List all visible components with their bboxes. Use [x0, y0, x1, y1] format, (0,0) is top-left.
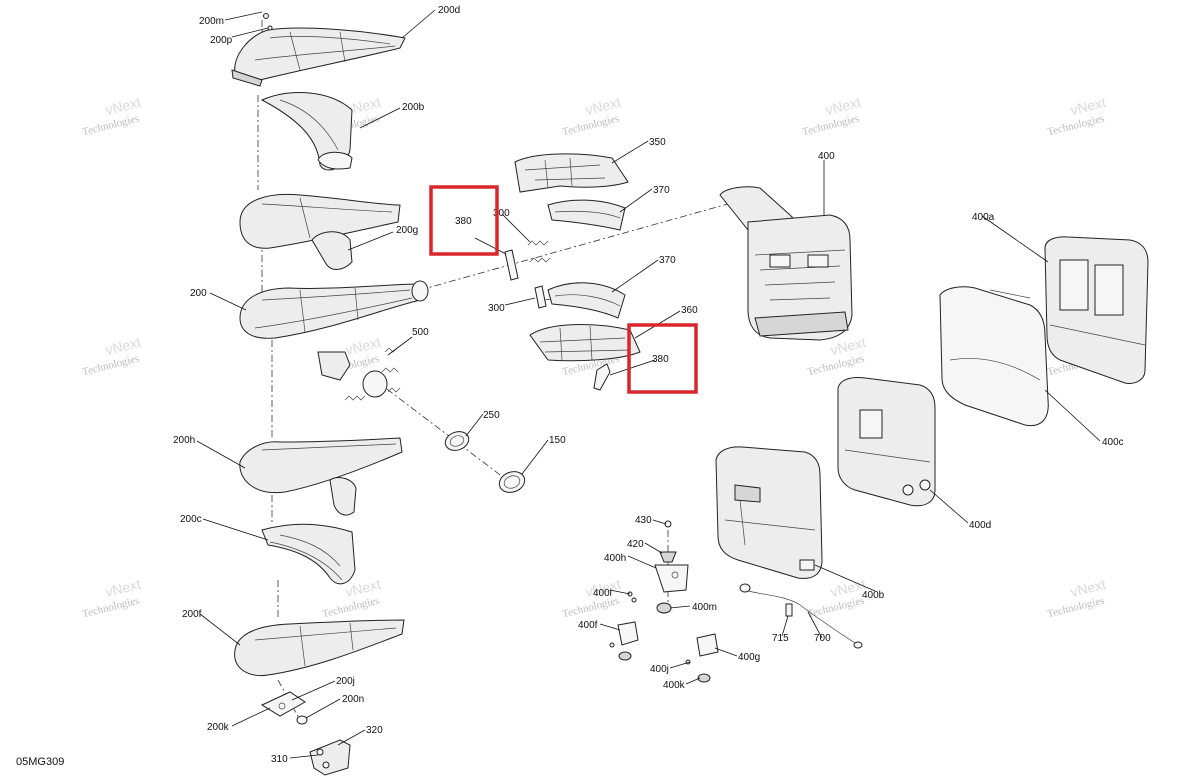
part-700-cable — [739, 583, 863, 649]
part-400g-bracket — [685, 633, 719, 683]
callout-200d: 200d — [438, 5, 460, 16]
part-300-spring-upper — [527, 240, 551, 263]
callout-200: 200 — [190, 288, 207, 299]
part-400h-bracket — [654, 564, 689, 593]
callout-700: 700 — [814, 633, 831, 644]
callout-200k: 200k — [207, 722, 230, 733]
part-380-spring-upper — [504, 249, 519, 281]
callout-400: 400 — [818, 151, 835, 162]
part-400-muffler — [719, 186, 853, 341]
part-200b-shield — [260, 92, 353, 171]
callout-200j: 200j — [336, 676, 355, 687]
callout-400f: 400f — [578, 620, 598, 631]
callout-500: 500 — [412, 327, 429, 338]
highlight-frame — [627, 323, 698, 394]
callout-200p: 200p — [210, 35, 233, 46]
part-200f-lower-shield — [234, 619, 405, 677]
callout-200c: 200c — [180, 514, 202, 525]
highlight-frame — [429, 185, 499, 256]
callout-360: 360 — [681, 305, 698, 316]
callout-300-upper: 300 — [493, 208, 510, 219]
callout-420: 420 — [627, 539, 644, 550]
watermark: vNext Technologies — [561, 94, 623, 139]
callout-400g: 400g — [738, 652, 760, 663]
part-400m-grommet — [656, 602, 672, 614]
part-500-spring-set — [317, 347, 401, 401]
part-150-gasket — [498, 471, 526, 493]
watermark: vNext Technologies — [321, 576, 383, 621]
callout-200b: 200b — [402, 102, 425, 113]
callout-350: 350 — [649, 137, 666, 148]
callout-380-upper: 380 — [455, 216, 472, 227]
part-200j-bracket — [260, 691, 306, 717]
callout-400m: 400m — [692, 602, 717, 613]
highlight-box-380-upper[interactable]: 380 — [429, 185, 499, 256]
callout-labels: 200m 200p 200d 200b 200g 200 500 250 150… — [173, 5, 1124, 765]
part-200c-shield — [261, 523, 356, 585]
part-350-tube-shield — [514, 153, 629, 193]
callout-400a: 400a — [972, 212, 995, 223]
watermark: vNext Technologies — [1046, 576, 1108, 621]
part-715-sensor — [785, 603, 793, 617]
highlight-box-380-lower[interactable]: 380 — [627, 323, 698, 394]
callout-370-lower: 370 — [659, 255, 676, 266]
part-370-tube-lower — [547, 282, 626, 319]
part-300-spring-lower — [534, 285, 547, 309]
part-320-bracket — [309, 739, 351, 776]
part-200n-grommet — [296, 715, 308, 725]
callout-400i: 400i — [593, 588, 612, 599]
callout-400k: 400k — [663, 680, 686, 691]
callout-200g: 200g — [396, 225, 418, 236]
callout-400b: 400b — [862, 590, 885, 601]
callout-380-lower: 380 — [652, 354, 669, 365]
callout-310: 310 — [271, 754, 288, 765]
callout-200m: 200m — [199, 16, 224, 27]
part-250-gasket — [444, 431, 470, 451]
callout-400c: 400c — [1102, 437, 1124, 448]
callout-150: 150 — [549, 435, 566, 446]
part-400a-shield — [1044, 236, 1149, 384]
callout-400j: 400j — [650, 664, 669, 675]
leader-lines — [196, 9, 1101, 759]
callout-430: 430 — [635, 515, 652, 526]
callout-200h: 200h — [173, 435, 195, 446]
part-200-expansion-chamber — [239, 280, 429, 339]
callout-400h: 400h — [604, 553, 626, 564]
watermark: vNext Technologies — [81, 576, 143, 621]
callout-200n: 200n — [342, 694, 364, 705]
part-420-grommet — [659, 551, 677, 563]
callout-370-upper: 370 — [653, 185, 670, 196]
watermark: vNext Technologies — [801, 94, 863, 139]
watermark: vNext Technologies — [806, 334, 868, 379]
part-360-tube — [529, 324, 641, 362]
part-200h-shield — [239, 437, 403, 516]
callout-300-lower: 300 — [488, 303, 505, 314]
watermark: vNext Technologies — [81, 334, 143, 379]
diagram-code: 05MG309 — [16, 756, 64, 768]
callout-715: 715 — [772, 633, 789, 644]
watermark: vNext Technologies — [81, 94, 143, 139]
part-400b-shield — [715, 446, 823, 579]
part-380-spring-lower — [593, 363, 611, 391]
watermark: vNext Technologies — [1046, 94, 1108, 139]
part-400i-fastener — [627, 591, 637, 603]
callout-250: 250 — [483, 410, 500, 421]
part-200g-shield — [239, 193, 401, 270]
callout-400d: 400d — [969, 520, 991, 531]
part-200d-upper-shield — [231, 13, 406, 87]
part-370-tube-upper — [547, 199, 626, 231]
part-400d-shield — [837, 377, 936, 507]
part-400c-shield — [939, 286, 1049, 427]
part-400f-bracket — [609, 621, 639, 661]
callout-320: 320 — [366, 725, 383, 736]
watermark: vNext Technologies — [561, 576, 623, 621]
callout-200f: 200f — [182, 609, 202, 620]
